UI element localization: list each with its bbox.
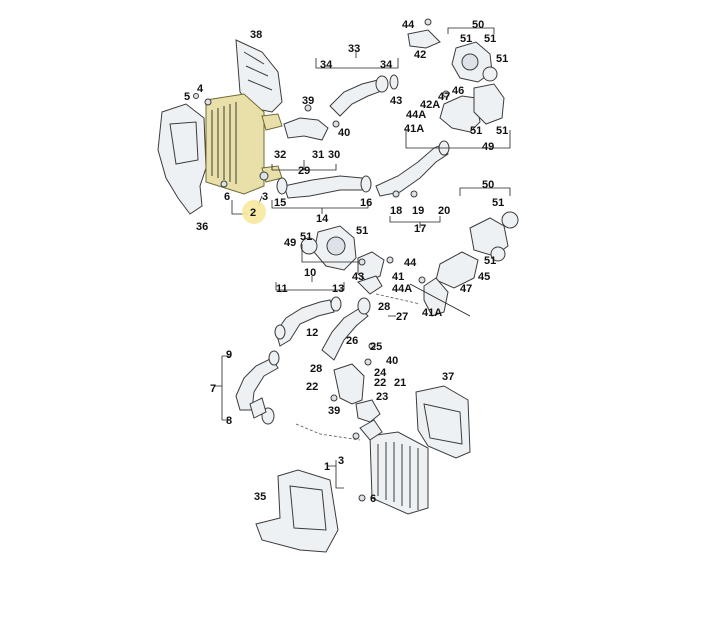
label-15: 15 (274, 197, 286, 209)
label-39b: 39 (328, 405, 340, 417)
label-43a: 43 (390, 95, 402, 107)
label-28a: 28 (378, 301, 390, 313)
label-24: 24 (374, 367, 387, 379)
label-42A: 42A (420, 99, 440, 111)
hose-10 (275, 299, 335, 347)
label-6: 6 (224, 191, 230, 203)
label-46: 46 (452, 85, 464, 97)
air-guide-36 (157, 103, 207, 215)
label-45: 45 (478, 271, 490, 283)
label-47a: 47 (438, 91, 450, 103)
label-33: 33 (348, 43, 360, 55)
label-3b: 3 (338, 455, 344, 467)
label-51h: 51 (300, 231, 312, 243)
label-51g: 51 (484, 255, 496, 267)
label-20: 20 (438, 205, 450, 217)
label-17: 17 (414, 223, 426, 235)
label-30: 30 (328, 149, 340, 161)
label-36: 36 (196, 221, 208, 233)
charge-air-cooler-1 (369, 431, 429, 515)
charge-air-cooler-2 (205, 93, 265, 195)
label-49a: 49 (482, 141, 494, 153)
label-44Ab: 44A (392, 283, 412, 295)
label-1: 1 (324, 461, 330, 473)
air-guide-35 (255, 469, 339, 553)
label-28b: 28 (310, 363, 322, 375)
label-11: 11 (276, 283, 288, 295)
label-51e: 51 (496, 125, 508, 137)
label-25: 25 (370, 341, 382, 353)
label-19: 19 (412, 205, 424, 217)
label-9: 9 (226, 349, 232, 361)
label-41Ab: 41A (422, 307, 442, 319)
label-32: 32 (274, 149, 286, 161)
label-35: 35 (254, 491, 266, 503)
label-5: 5 (184, 91, 190, 103)
label-44a: 44 (402, 19, 415, 31)
label-51d: 51 (470, 125, 482, 137)
label-41A: 41A (404, 123, 424, 135)
label-44b: 44 (404, 257, 417, 269)
label-40b: 40 (386, 355, 398, 367)
label-7: 7 (210, 383, 216, 395)
highlight-marker (242, 200, 266, 224)
label-51c: 51 (496, 53, 508, 65)
label-10: 10 (304, 267, 316, 279)
label-29: 29 (298, 165, 310, 177)
hose-27 (321, 307, 369, 361)
label-26: 26 (346, 335, 358, 347)
label-51f: 51 (492, 197, 504, 209)
air-duct-cover-37 (415, 385, 471, 459)
label-34a: 34 (320, 59, 333, 71)
label-13: 13 (332, 283, 344, 295)
label-40a: 40 (338, 127, 350, 139)
label-47b: 47 (460, 283, 472, 295)
callout-labels: 38 4 5 36 6 3 2 15 14 16 32 29 31 30 40 … (184, 19, 508, 505)
label-27: 27 (396, 311, 408, 323)
label-23: 23 (376, 391, 388, 403)
hose-14 (283, 175, 367, 199)
label-12: 12 (306, 327, 318, 339)
label-50b: 50 (482, 179, 494, 191)
pipe-21 (333, 363, 365, 405)
label-42: 42 (414, 49, 426, 61)
label-6b: 6 (370, 493, 376, 505)
label-14: 14 (316, 213, 329, 225)
label-41: 41 (392, 271, 404, 283)
label-8: 8 (226, 415, 232, 427)
label-43b: 43 (352, 271, 364, 283)
label-22a: 22 (306, 381, 318, 393)
label-31: 31 (312, 149, 324, 161)
label-50a: 50 (472, 19, 484, 31)
label-51b: 51 (484, 33, 496, 45)
label-16: 16 (360, 197, 372, 209)
pressure-pipe-29 (283, 117, 329, 141)
label-3: 3 (262, 191, 268, 203)
flange-46 (439, 95, 481, 133)
label-39a: 39 (302, 95, 314, 107)
label-22b: 22 (374, 377, 386, 389)
pressure-pipe-17 (375, 143, 449, 197)
label-21: 21 (394, 377, 406, 389)
label-51a: 51 (460, 33, 472, 45)
label-2: 2 (250, 207, 256, 219)
hose-7 (235, 357, 279, 411)
label-37: 37 (442, 371, 454, 383)
label-4: 4 (197, 83, 204, 95)
label-44Aa: 44A (406, 109, 426, 121)
label-49b: 49 (284, 237, 296, 249)
label-34b: 34 (380, 59, 393, 71)
label-18: 18 (390, 205, 402, 217)
label-51i: 51 (356, 225, 368, 237)
label-38: 38 (250, 29, 262, 41)
